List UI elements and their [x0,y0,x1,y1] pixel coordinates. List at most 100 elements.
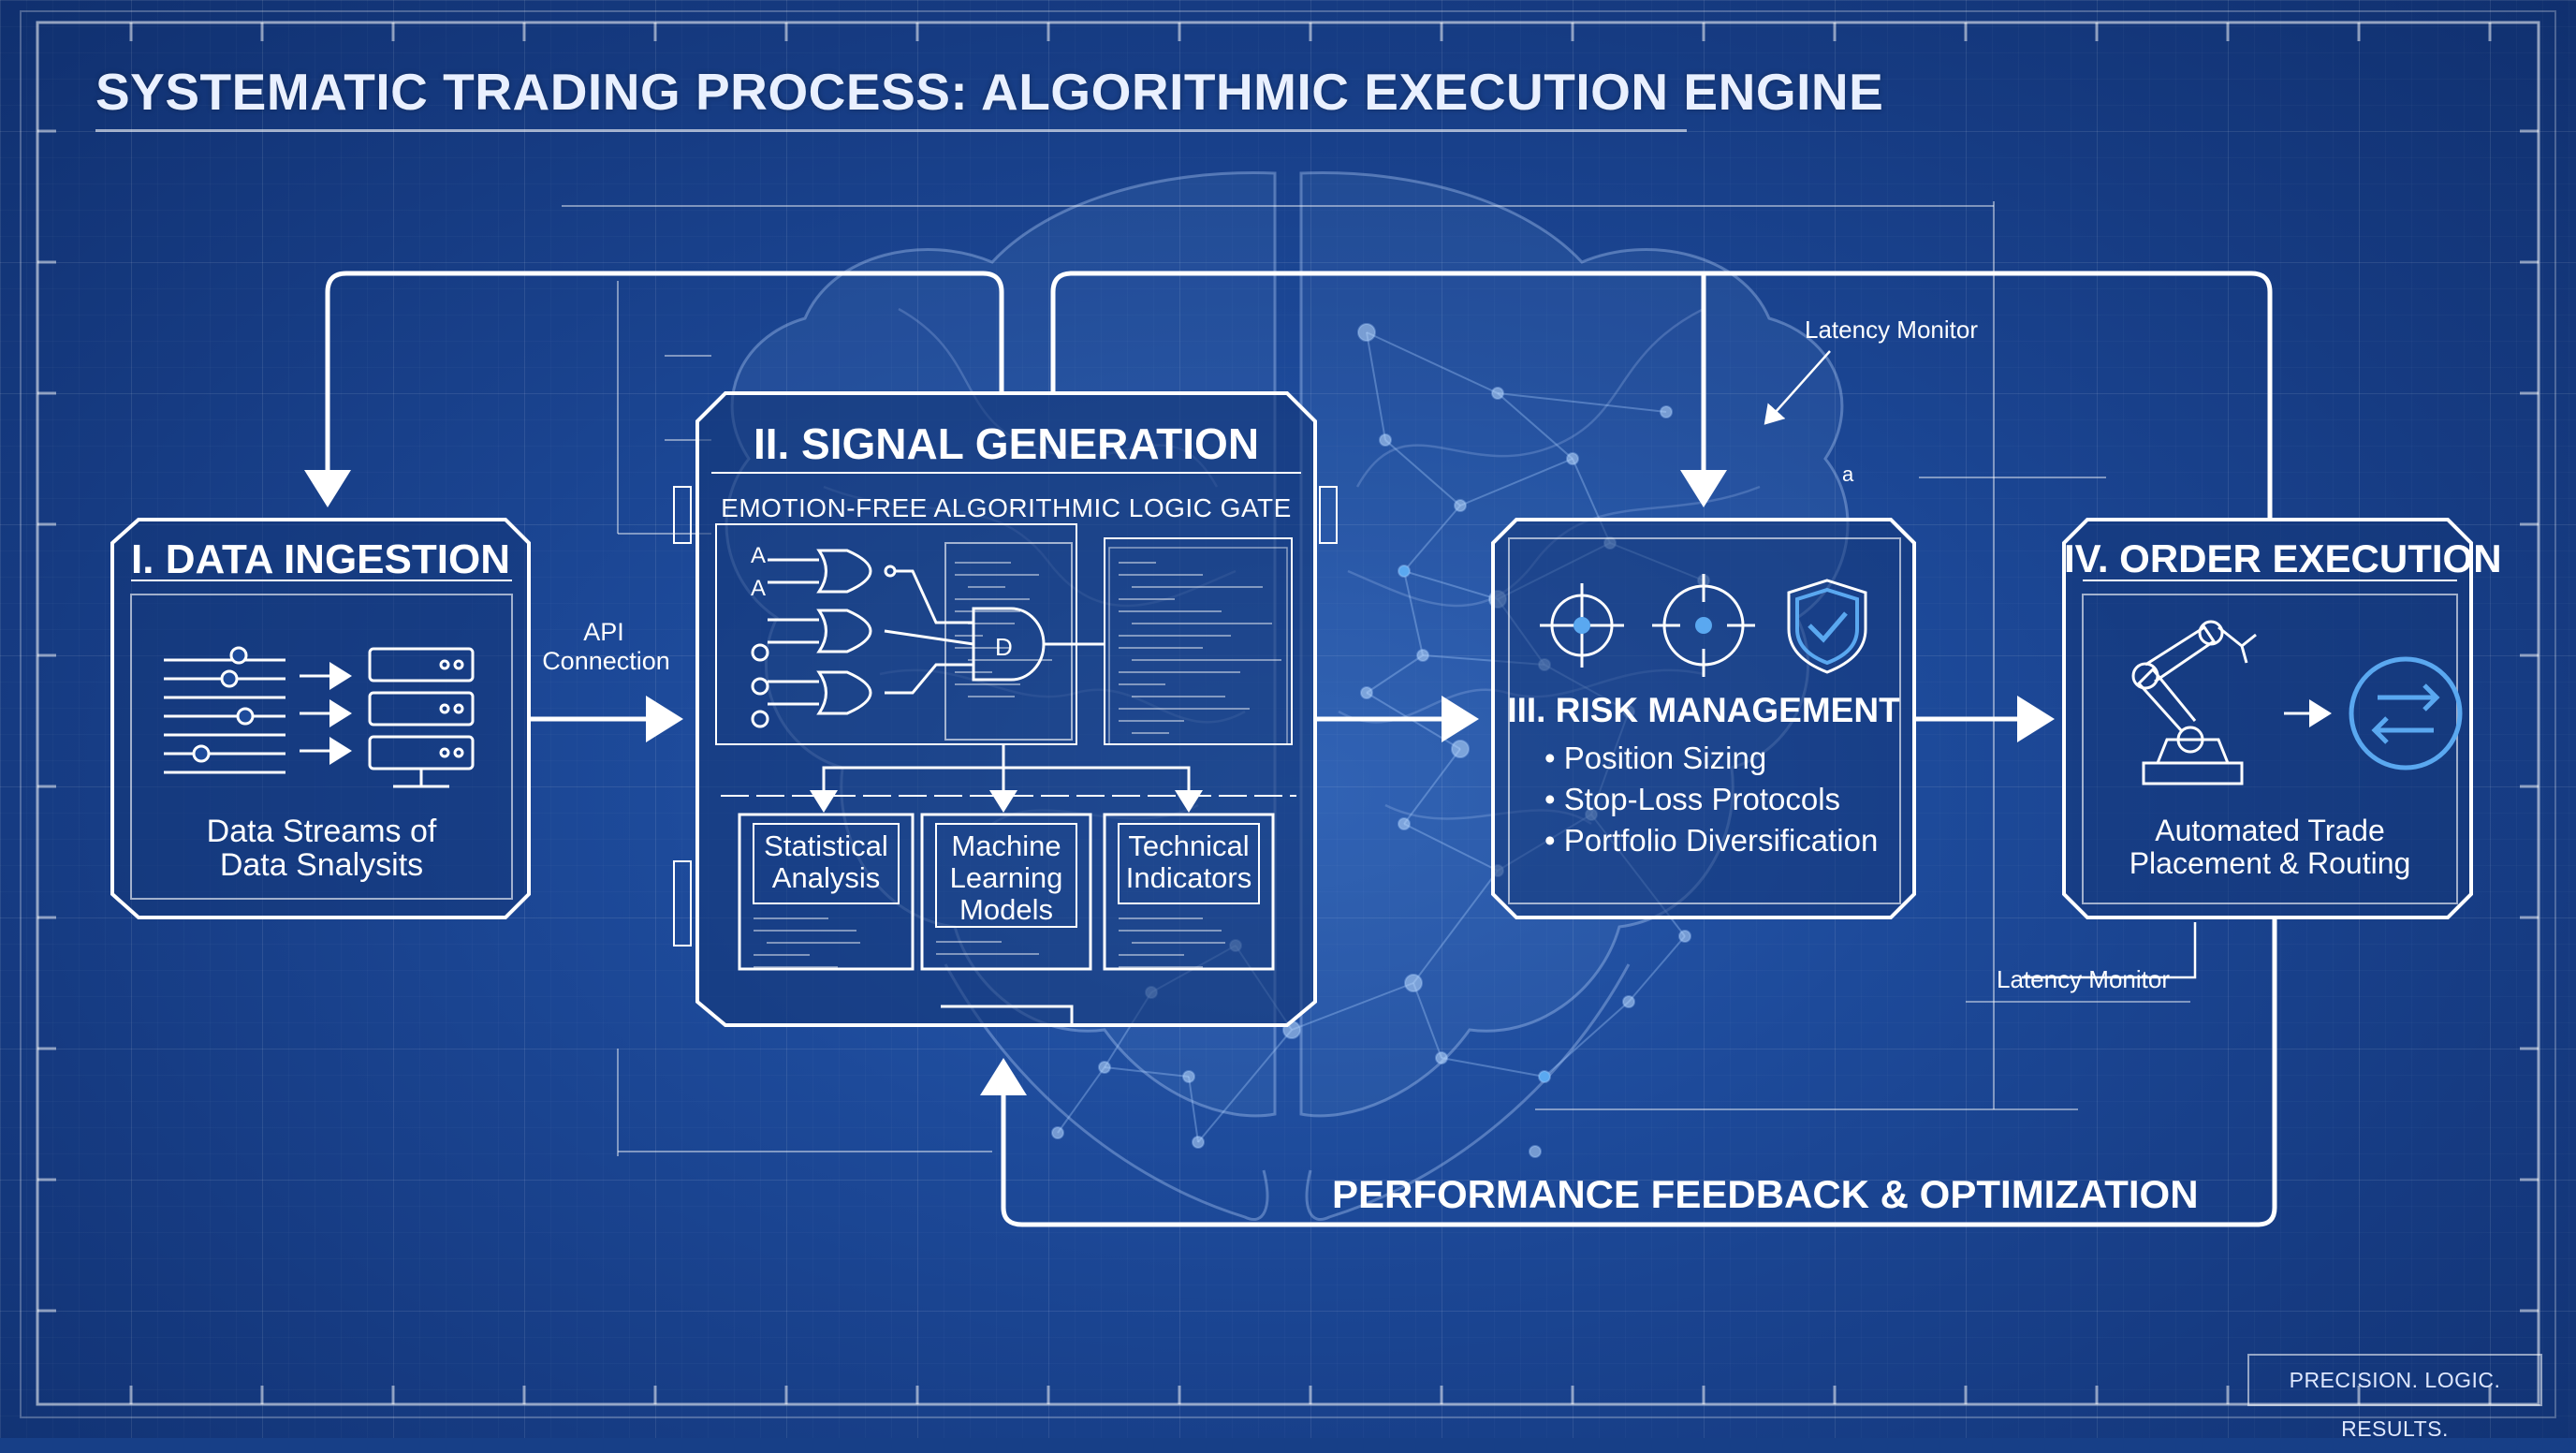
code-line [754,966,838,968]
code-line [1132,696,1225,697]
risk-bullet-position-sizing: • Position Sizing [1544,741,1767,775]
code-line [1132,586,1263,588]
robot-arm-icon [2131,620,2257,785]
order-execution-caption-line2: Placement & Routing [2129,846,2411,880]
code-line [767,942,860,944]
code-line [955,683,1020,685]
risk-bullet-diversification: • Portfolio Diversification [1544,823,1879,858]
network-node [1454,499,1467,512]
code-line [1119,574,1203,576]
module-ml-line3: Models [959,893,1053,926]
data-ingestion-caption-line2: Data Snalysits [219,847,424,883]
order-execution-caption-line1: Automated Trade [2155,814,2385,847]
api-label-line2: Connection [542,647,670,675]
network-node [1416,649,1429,662]
gate-input-label-1: A [751,543,767,568]
network-node [1529,1145,1542,1158]
annotation-leaders [1764,350,2197,979]
code-line [1119,562,1156,564]
latency-monitor-top: Latency Monitor [1805,316,1978,344]
code-line [1119,683,1165,685]
code-line [955,562,1011,564]
network-node [1660,405,1673,418]
network-node [1051,1126,1064,1139]
code-line [1119,966,1203,968]
code-line [1132,942,1225,944]
risk-management-title: III. RISK MANAGEMENT [1507,691,1900,729]
code-line [1119,647,1203,649]
crosshair-icon [1540,583,1624,668]
code-line [968,696,1015,697]
code-line [1119,917,1203,919]
network-node [1360,686,1373,699]
network-node [1182,1070,1195,1083]
network-node [1622,995,1635,1008]
data-ingestion-panel [110,518,531,919]
target-icon [1652,574,1755,677]
module-ml-line2: Learning [949,861,1063,894]
order-execution-title: IV. ORDER EXECUTION [2064,536,2502,580]
module-technical-line1: Technical [1128,829,1250,862]
network-node [1491,387,1504,400]
code-line [1119,954,1184,956]
api-label-line1: API [583,618,624,646]
code-line [1132,623,1272,624]
signal-generation-subtitle: EMOTION-FREE ALGORITHMIC LOGIC GATE [721,493,1292,522]
code-line [955,635,983,637]
code-line [1119,635,1231,637]
module-statistical-line2: Analysis [771,861,881,894]
signal-generation-title: II. SIGNAL GENERATION [753,419,1260,468]
data-ingestion-caption-line1: Data Streams of [206,814,437,849]
dimension-marker: a [1842,462,1854,486]
shield-check-icon [1787,579,1867,674]
code-line [754,917,828,919]
network-node [1678,930,1691,943]
data-ingestion-title: I. DATA INGESTION [131,536,510,582]
module-statistical-line1: Statistical [764,829,888,862]
network-node [1435,1051,1448,1064]
code-line [1119,671,1240,673]
code-line [955,598,1030,600]
tagline-box: PRECISION. LOGIC. RESULTS. [2247,1354,2542,1441]
code-line [1119,598,1175,600]
code-line [1119,720,1184,722]
risk-bullet-stop-loss: • Stop-Loss Protocols [1544,782,1841,816]
code-line [754,930,856,932]
exchange-icon [2284,656,2463,771]
flow-arrows [304,271,2277,1227]
network-node [1379,433,1392,447]
code-line [1119,708,1250,710]
latency-monitor-bottom: Latency Monitor [1997,965,2170,993]
page-title: SYSTEMATIC TRADING PROCESS: ALGORITHMIC … [95,63,1884,121]
server-icon [368,647,475,788]
code-line [1132,659,1281,661]
feedback-label: PERFORMANCE FEEDBACK & OPTIMIZATION [1332,1172,2199,1216]
code-line [968,586,1005,588]
risk-management-panel [1491,518,1916,919]
data-stream-icon [164,646,352,774]
code-line [1119,930,1222,932]
code-line [955,647,1011,649]
code-line [1119,610,1222,612]
gate-input-label-2: A [751,576,767,601]
code-line [936,953,1039,955]
module-technical-line2: Indicators [1125,861,1252,894]
network-node [1357,323,1376,342]
network-node [1192,1136,1205,1149]
code-line [968,623,1015,624]
network-node [1404,974,1423,992]
code-line [955,574,1039,576]
network-node [1398,817,1411,830]
code-line [936,941,1002,943]
code-line [955,610,1020,612]
code-line [1132,732,1169,734]
network-node [1398,565,1411,578]
code-line [968,659,1052,661]
network-node [1098,1061,1111,1074]
code-line [955,671,992,673]
network-node [1538,1070,1551,1083]
logic-gates: D [751,549,1105,728]
code-line [754,954,810,956]
